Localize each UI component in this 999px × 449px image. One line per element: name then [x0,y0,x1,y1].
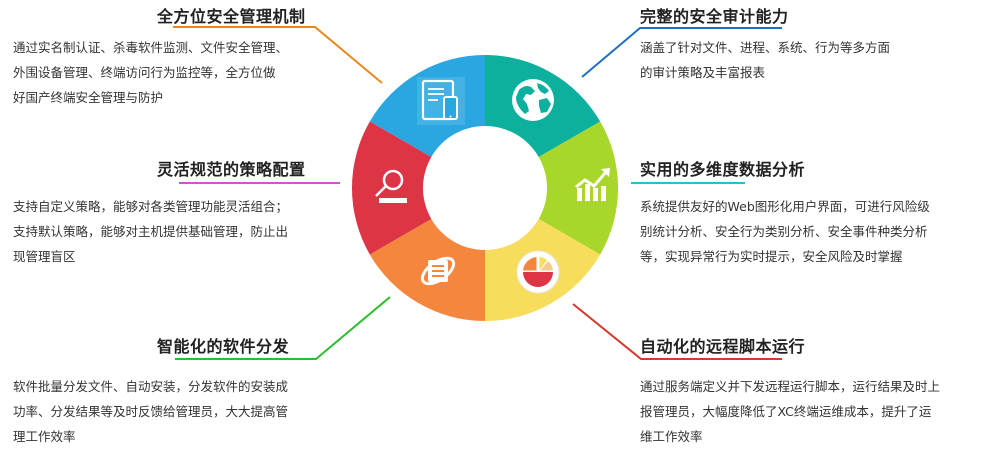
desc-line: 软件批量分发文件、自动安装，分发软件的安装成 [13,379,289,394]
desc-line: 现管理盲区 [13,249,76,264]
feature-title-script: 自动化的远程脚本运行 [640,337,806,356]
tablet-phone-icon [417,77,465,125]
feature-desc-policy: 支持自定义策略，能够对各类管理功能灵活组合； 支持默认策略，能够对主机提供基础管… [13,194,288,269]
desc-line: 别统计分析、安全行为类别分析、安全事件种类分析 [640,224,928,239]
feature-desc-distribution: 软件批量分发文件、自动安装，分发软件的安装成 功率、分发结果等及时反馈给管理员，… [13,374,288,449]
desc-line: 好国产终端安全管理与防护 [13,90,164,105]
ie-document-icon [420,256,456,286]
desc-line: 的审计策略及丰富报表 [640,65,766,80]
connector-line-security [173,26,383,84]
connector-line-distribution [175,296,391,360]
desc-line: 报管理员，大幅度降低了XC终端运维成本，提升了运 [640,404,932,419]
connector-line-audit [581,27,782,78]
desc-line: 维工作效率 [640,429,703,444]
desc-line: 通过实名制认证、杀毒软件监测、文件安全管理、 [13,40,289,55]
desc-line: 功率、分发结果等及时反馈给管理员，大大提高管 [13,404,289,419]
desc-line: 外围设备管理、终端访问行为监控等，全方位做 [13,65,276,80]
desc-line: 理工作效率 [13,429,76,444]
feature-desc-security: 通过实名制认证、杀毒软件监测、文件安全管理、 外围设备管理、终端访问行为监控等，… [13,35,288,110]
desc-line: 等，实现异常行为实时提示，安全风险及时掌握 [640,249,903,264]
desc-line: 系统提供友好的Web图形化用户界面，可进行风险级 [640,199,930,214]
feature-desc-analysis: 系统提供友好的Web图形化用户界面，可进行风险级 别统计分析、安全行为类别分析、… [640,194,930,269]
feature-title-policy: 灵活规范的策略配置 [157,160,306,179]
feature-title-distribution: 智能化的软件分发 [157,337,290,356]
feature-title-security: 全方位安全管理机制 [157,7,306,26]
globe-icon [512,79,554,121]
trend-chart-icon [575,168,610,201]
feature-desc-audit: 涵盖了针对文件、进程、系统、行为等多方面 的审计策略及丰富报表 [640,35,890,85]
desc-line: 通过服务端定义并下发远程运行脚本，运行结果及时上 [640,379,941,394]
search-key-icon [375,169,407,203]
desc-line: 支持默认策略，能够对主机提供基础管理，防止出 [13,224,289,239]
desc-line: 涵盖了针对文件、进程、系统、行为等多方面 [640,40,891,55]
feature-title-analysis: 实用的多维度数据分析 [640,160,806,179]
feature-desc-script: 通过服务端定义并下发远程运行脚本，运行结果及时上 报管理员，大幅度降低了XC终端… [640,374,940,449]
pie-chart-icon [516,250,560,294]
desc-line: 支持自定义策略，能够对各类管理功能灵活组合； [13,199,289,214]
connector-line-script [572,303,782,360]
segment-blue [369,54,485,157]
feature-title-audit: 完整的安全审计能力 [640,7,789,26]
